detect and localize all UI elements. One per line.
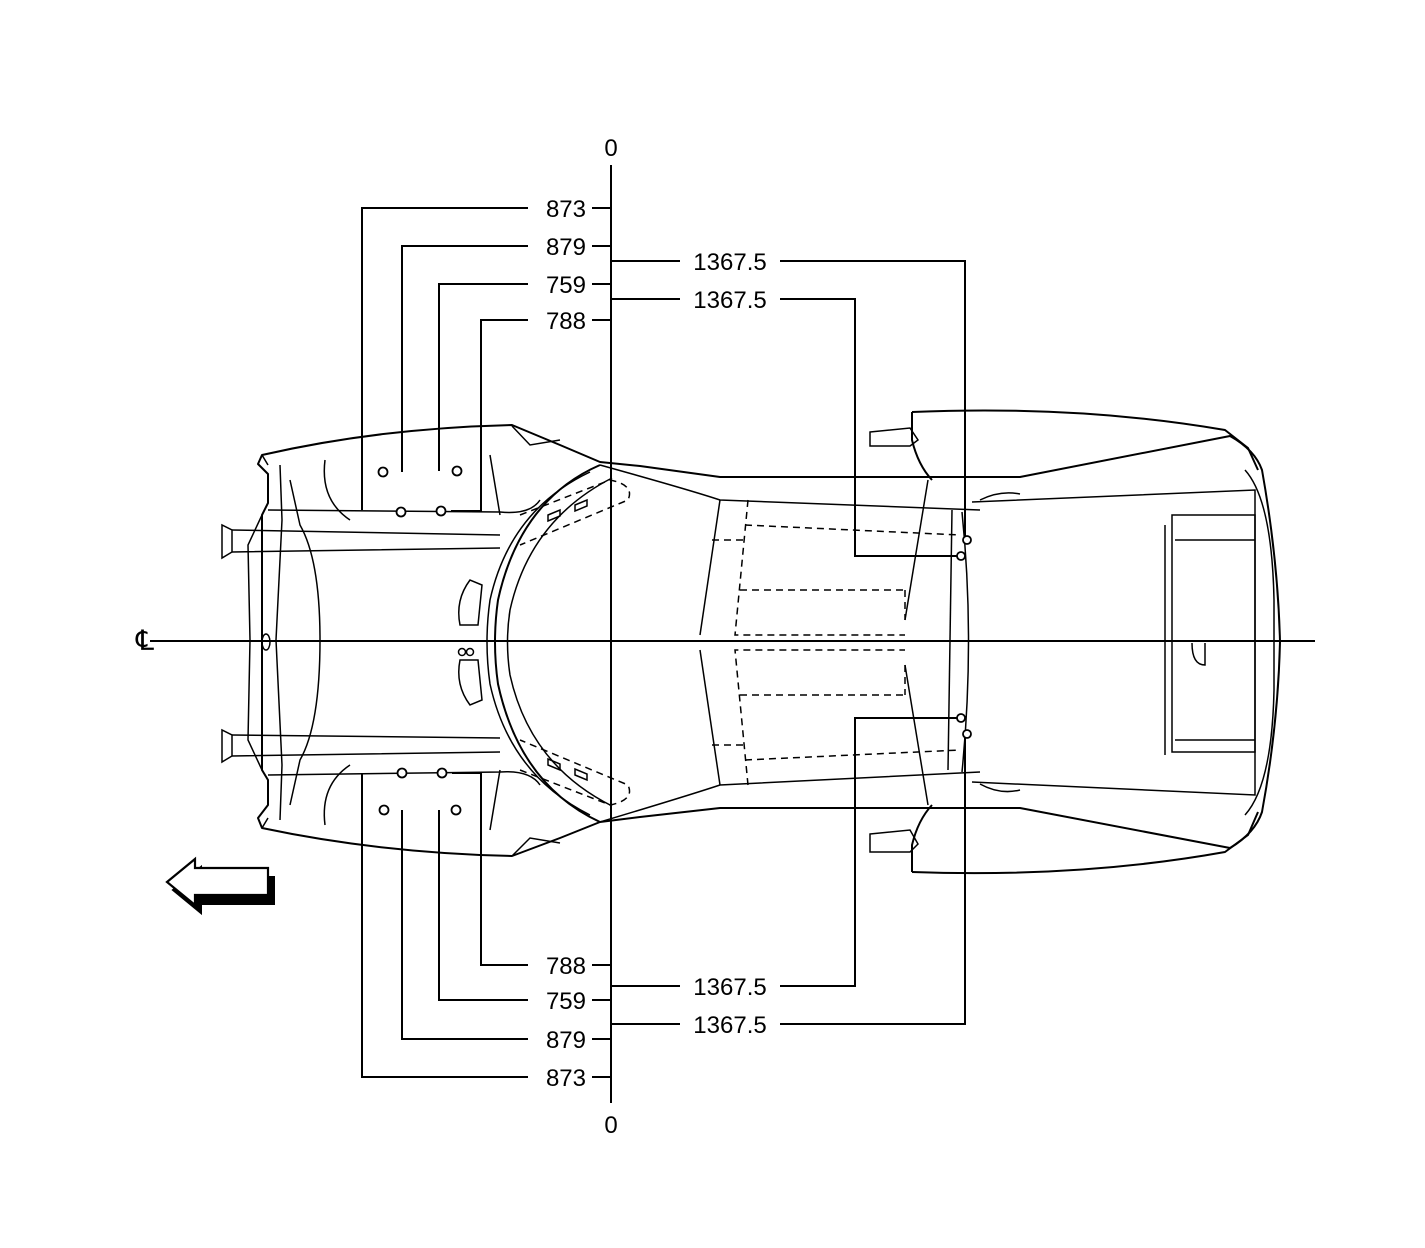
dim-left-bottom-1: 788 (546, 953, 586, 980)
hole-rear-bottom-b (962, 729, 972, 739)
hole-rear-top-b (956, 551, 966, 561)
hole-rear-bottom-a (956, 713, 966, 723)
hole-873-bottom (396, 767, 408, 779)
dim-left-top-4: 788 (546, 308, 586, 335)
hole-879-top (377, 466, 389, 478)
right-top-leaders (611, 260, 966, 557)
hole-788-bottom (436, 767, 448, 779)
right-bottom-leaders (611, 717, 966, 1025)
datum-bottom-label: 0 (604, 1112, 617, 1139)
hole-788-top (435, 505, 447, 517)
dim-right-bottom-2: 1367.5 (693, 1012, 766, 1039)
dim-right-bottom-1: 1367.5 (693, 974, 766, 1001)
dim-left-top-2: 879 (546, 234, 586, 261)
hole-759-top (451, 465, 463, 477)
left-top-leaders (361, 207, 611, 512)
hole-rear-top-a (962, 535, 972, 545)
dim-left-bottom-2: 759 (546, 988, 586, 1015)
centerline-symbol: ℄ (135, 625, 154, 656)
measurement-holes (377, 465, 972, 816)
left-bottom-leaders (361, 772, 611, 1078)
hole-879-bottom (378, 804, 390, 816)
dim-left-bottom-3: 879 (546, 1027, 586, 1054)
dim-left-top-1: 873 (546, 196, 586, 223)
dim-right-top-2: 1367.5 (693, 287, 766, 314)
dim-left-top-3: 759 (546, 272, 586, 299)
hole-759-bottom (450, 804, 462, 816)
hole-873-top (395, 506, 407, 518)
dim-right-top-1: 1367.5 (693, 249, 766, 276)
dim-left-bottom-4: 873 (546, 1065, 586, 1092)
datum-top-label: 0 (604, 135, 617, 162)
arrow-left-icon (165, 856, 275, 916)
